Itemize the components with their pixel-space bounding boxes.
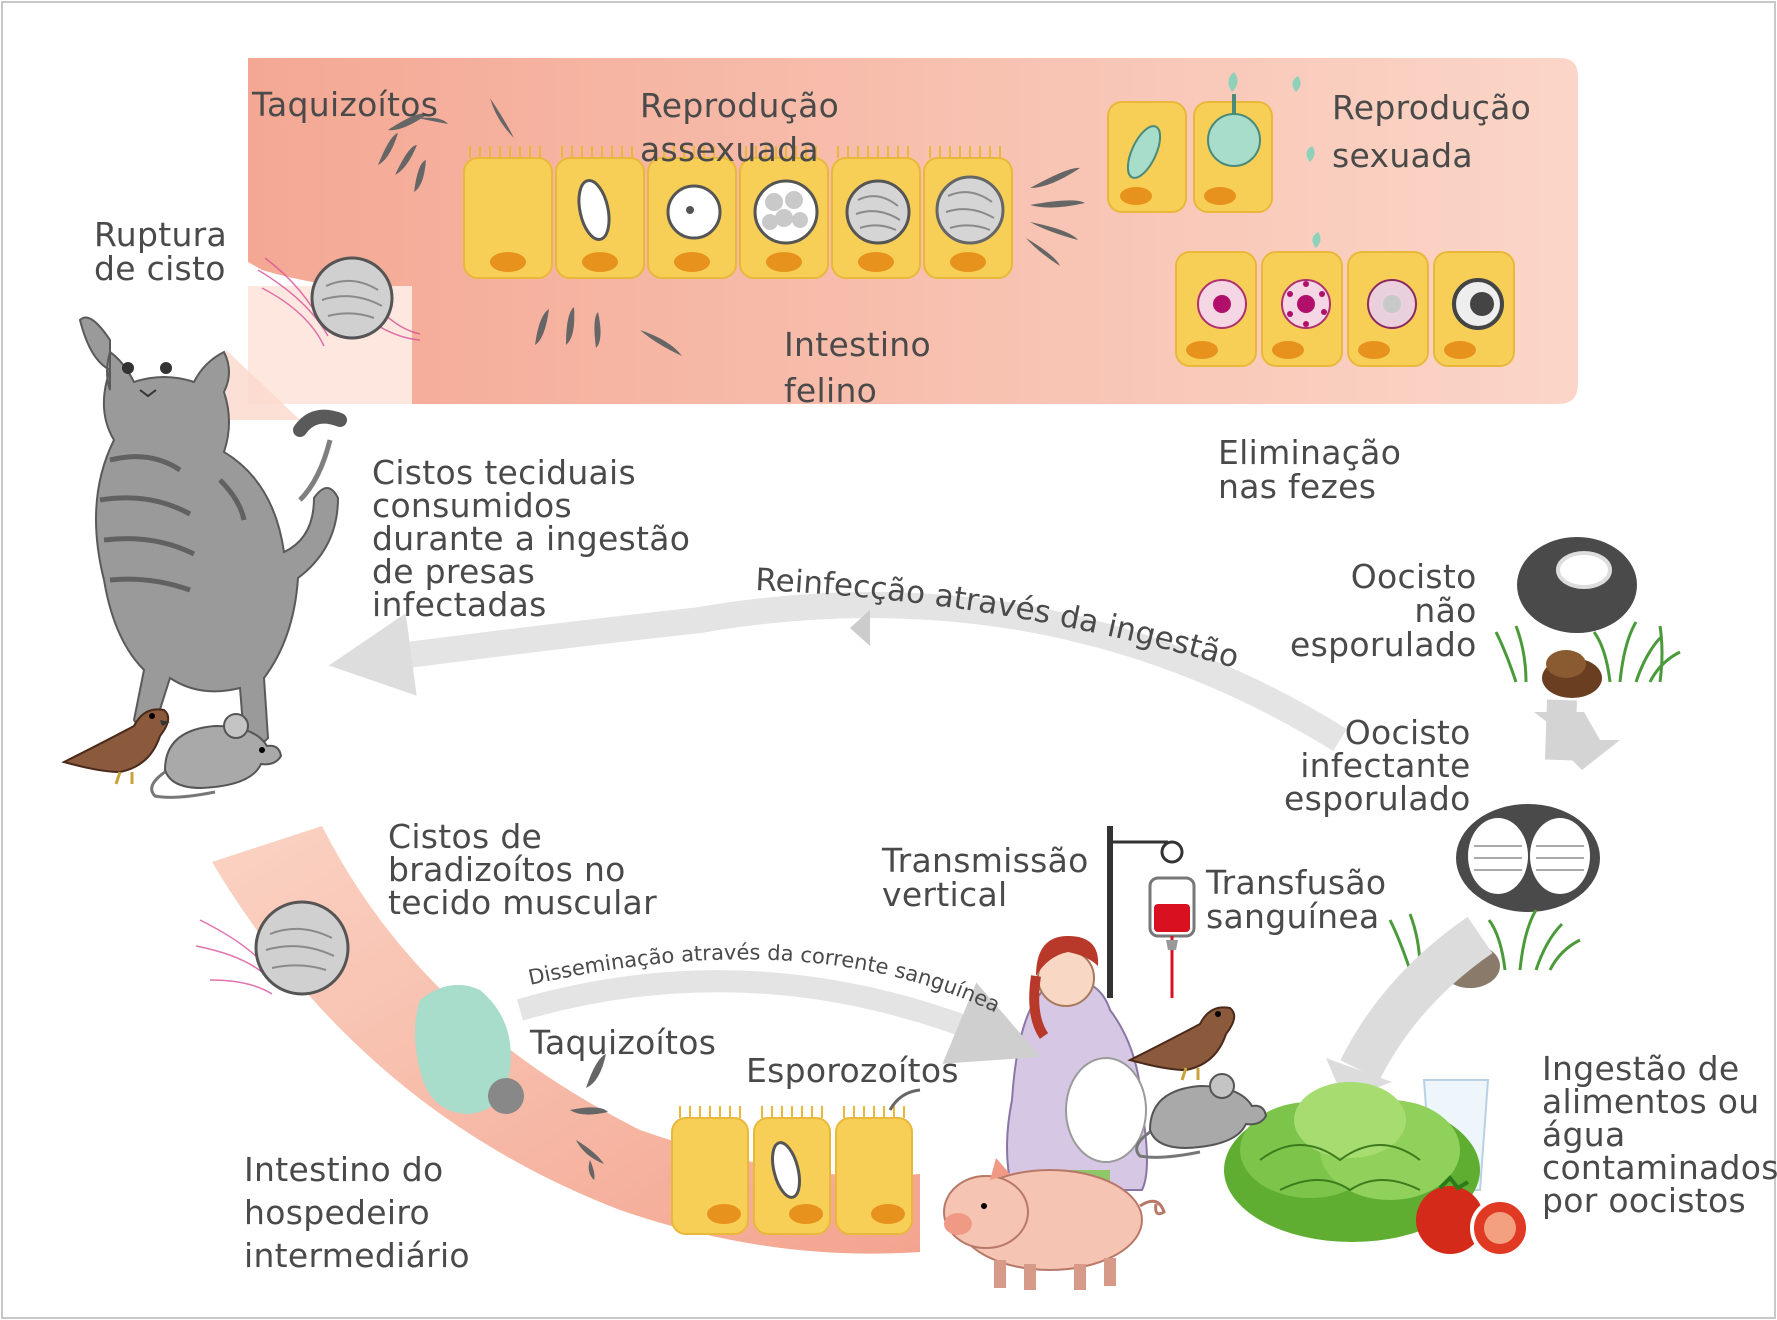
- dissemination-arrow: [516, 970, 1041, 1064]
- taquizoitos-bottom-label: Taquizoítos: [530, 1023, 717, 1062]
- host-cell-blob: [415, 984, 511, 1114]
- host-intestine-cyst: [195, 900, 350, 996]
- ingestion-arrow: [1340, 916, 1493, 1081]
- intestino-felino-label: Intestino felino: [784, 325, 931, 410]
- host-cell-nucleus: [488, 1078, 524, 1114]
- blood-bag-icon: [1107, 826, 1196, 998]
- sexual-epithelium: [1107, 72, 1515, 367]
- lettuce-tomato-icon: [1224, 1082, 1530, 1258]
- ruptura-cisto-label: Ruptura de cisto: [94, 215, 228, 288]
- sporulation-arrow-shaft: [1545, 699, 1577, 761]
- oocisto-nao-esporulado-label: Oocisto não esporulado: [1290, 557, 1477, 664]
- cistos-bradizoitos-label: Cistos de bradizoítos no tecido muscular: [388, 817, 657, 922]
- oocyst-sporulated-icon: [1456, 804, 1600, 912]
- host-epithelium: [671, 1088, 921, 1235]
- reproducao-sexuada-label: Reprodução sexuada: [1332, 88, 1532, 175]
- ingestao-alimentos-label: Ingestão de alimentos ou água contaminad…: [1542, 1049, 1777, 1220]
- transmissao-vertical-label: Transmissão vertical: [882, 841, 1089, 914]
- grass-icon-top: [1494, 621, 1681, 683]
- sparrow-icon: [61, 708, 170, 785]
- oocyst-unsporulated-icon: [1517, 537, 1637, 633]
- reinfection-arrow-mid-head: [850, 610, 870, 646]
- band-pointer: [226, 350, 300, 420]
- feces-icon-top: [1542, 650, 1602, 698]
- intestino-hospedeiro-label: Intestino do hospedeiro intermediário: [244, 1150, 470, 1275]
- reproducao-assexuada-label: Reprodução assexuada: [640, 86, 840, 169]
- asexual-epithelium: [463, 146, 1085, 279]
- eliminacao-fezes-label: Eliminação nas fezes: [1218, 433, 1402, 506]
- oocisto-infectante-label: Oocisto infectante esporulado: [1284, 713, 1471, 818]
- cistos-teciduais-label: Cistos teciduais consumidos durante a in…: [372, 453, 691, 624]
- sparrow-icon-right: [1127, 1006, 1236, 1081]
- pig-icon: [943, 1158, 1166, 1290]
- mouse-icon-right: [1135, 1073, 1268, 1159]
- taquizoitos-top-label: Taquizoítos: [252, 85, 439, 124]
- esporozoitos-label: Esporozoítos: [746, 1051, 959, 1090]
- host-tachyzoites: [570, 1054, 608, 1180]
- reinfection-arrow: [328, 592, 1347, 752]
- mouse-icon: [150, 713, 283, 799]
- ruptured-cyst: [257, 98, 682, 356]
- host-intestine-band: [212, 826, 920, 1254]
- transfusao-sanguinea-label: Transfusão sanguínea: [1206, 863, 1387, 936]
- cat-icon: [78, 316, 347, 746]
